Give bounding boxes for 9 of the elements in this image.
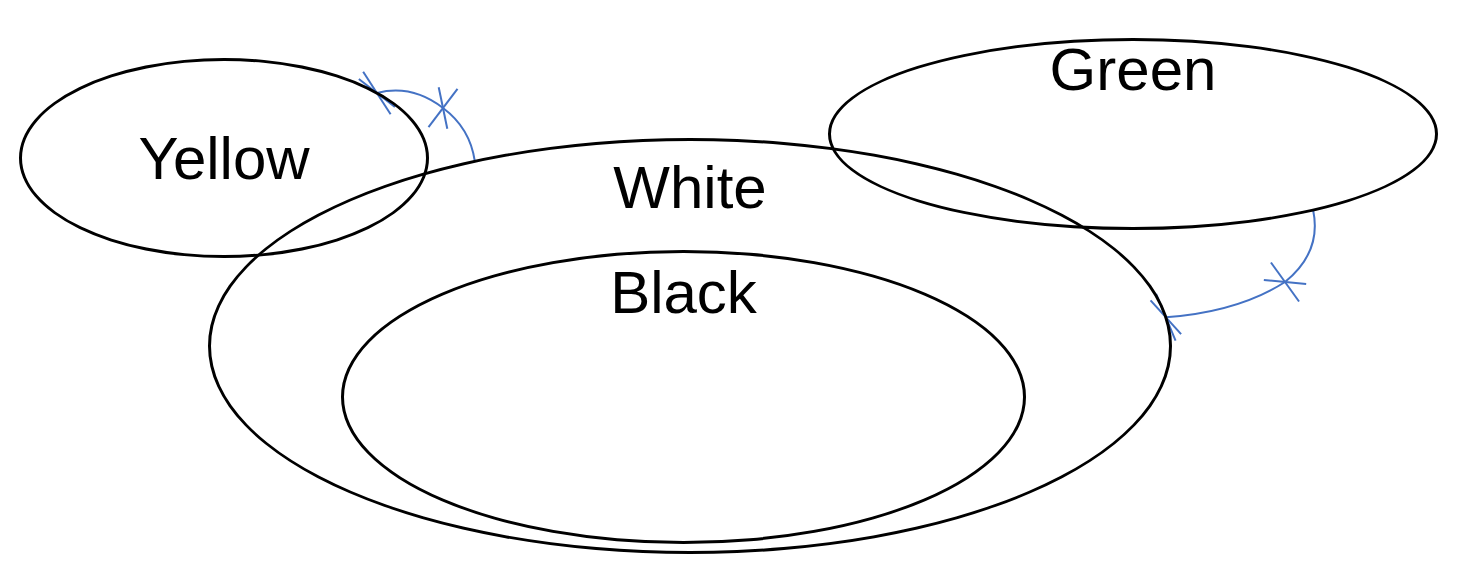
oval-region (19, 58, 429, 258)
arc-connector (358, 71, 476, 163)
oval-region (828, 38, 1438, 230)
region-label: Black (610, 263, 757, 323)
arc-connector (1150, 209, 1316, 341)
region-label: White (613, 158, 767, 218)
region-label: Green (1049, 40, 1217, 100)
oval-region (341, 250, 1026, 544)
region-label: Yellow (138, 129, 310, 189)
